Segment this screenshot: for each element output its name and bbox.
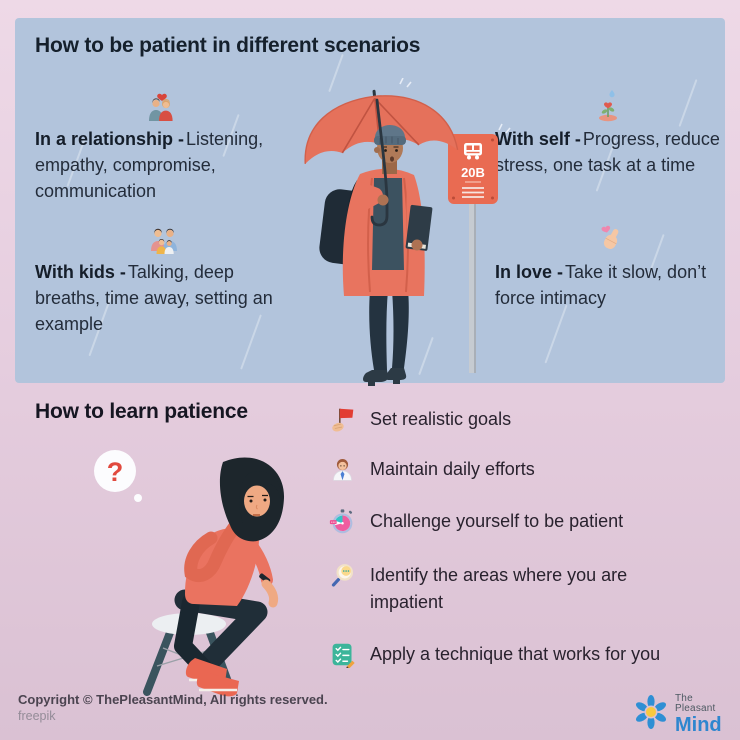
person-icon	[328, 456, 356, 483]
question-mark: ?	[107, 457, 124, 487]
scenario-text: In love -Take it slow, don’t force intim…	[495, 262, 707, 308]
scenario-with-self: With self -Progress, reduce stress, one …	[495, 88, 720, 178]
scenario-text: With self -Progress, reduce stress, one …	[495, 129, 720, 175]
list-item: Maintain daily efforts	[328, 456, 700, 483]
learn-title: How to learn patience	[35, 400, 248, 423]
thought-bubble: ?	[94, 450, 142, 502]
list-item: Identify the areas where you are impatie…	[328, 562, 700, 616]
list-item: Apply a technique that works for you	[328, 641, 700, 668]
stopwatch-icon	[328, 508, 356, 535]
scenario-text: With kids -Talking, deep breaths, time a…	[35, 262, 273, 334]
brand-name-top: The Pleasant	[675, 692, 716, 714]
list-item-text: Apply a technique that works for you	[370, 644, 661, 664]
brand-name-bottom: Mind	[675, 713, 722, 736]
scenario-label: With self -	[495, 129, 581, 149]
list-item-text: Identify the areas where you are impatie…	[370, 565, 628, 612]
checklist-icon	[328, 641, 356, 668]
list-item: Challenge yourself to be patient	[328, 508, 700, 535]
waiting-person	[319, 98, 433, 386]
family-icon	[35, 221, 293, 257]
thinking-woman-illustration: ?	[85, 440, 300, 703]
scenario-label: In love -	[495, 262, 564, 282]
scenario-relationship: In a relationship -Listening, empathy, c…	[35, 88, 287, 204]
flower-icon	[633, 694, 669, 735]
couple-icon	[35, 88, 287, 124]
brand-logo: The Pleasant Mind	[633, 692, 733, 736]
scenarios-panel: How to be patient in different scenarios…	[15, 18, 727, 386]
copyright-text: Copyright © ThePleasantMind, All rights …	[18, 692, 328, 707]
sparkle-icon	[498, 123, 511, 134]
list-item: Set realistic goals	[328, 406, 700, 433]
list-item-text: Maintain daily efforts	[370, 459, 535, 479]
umbrella-person-illustration: 20B	[280, 77, 530, 405]
list-item-text: Set realistic goals	[370, 409, 512, 429]
bus-stop-sign: 20B	[448, 134, 498, 373]
scenario-label: With kids -	[35, 262, 126, 282]
magnifier-icon	[328, 562, 356, 589]
scenario-text: In a relationship -Listening, empathy, c…	[35, 129, 264, 201]
rain-streak	[544, 304, 568, 364]
scenario-label: In a relationship -	[35, 129, 185, 149]
bus-route-label: 20B	[461, 165, 485, 180]
hand-heart-icon	[495, 221, 727, 257]
credit-text: freepik	[18, 709, 56, 723]
learn-list: Set realistic goals Maintain daily effor…	[328, 406, 700, 691]
scenario-in-love: In love -Take it slow, don’t force intim…	[495, 221, 727, 311]
list-item-text: Challenge yourself to be patient	[370, 511, 624, 531]
bus-icon	[464, 143, 482, 160]
scenario-with-kids: With kids -Talking, deep breaths, time a…	[35, 221, 293, 337]
sparkle-icon	[399, 77, 412, 88]
scenarios-title: How to be patient in different scenarios	[35, 34, 421, 57]
flag-icon	[328, 406, 356, 433]
plant-growth-icon	[495, 88, 720, 124]
